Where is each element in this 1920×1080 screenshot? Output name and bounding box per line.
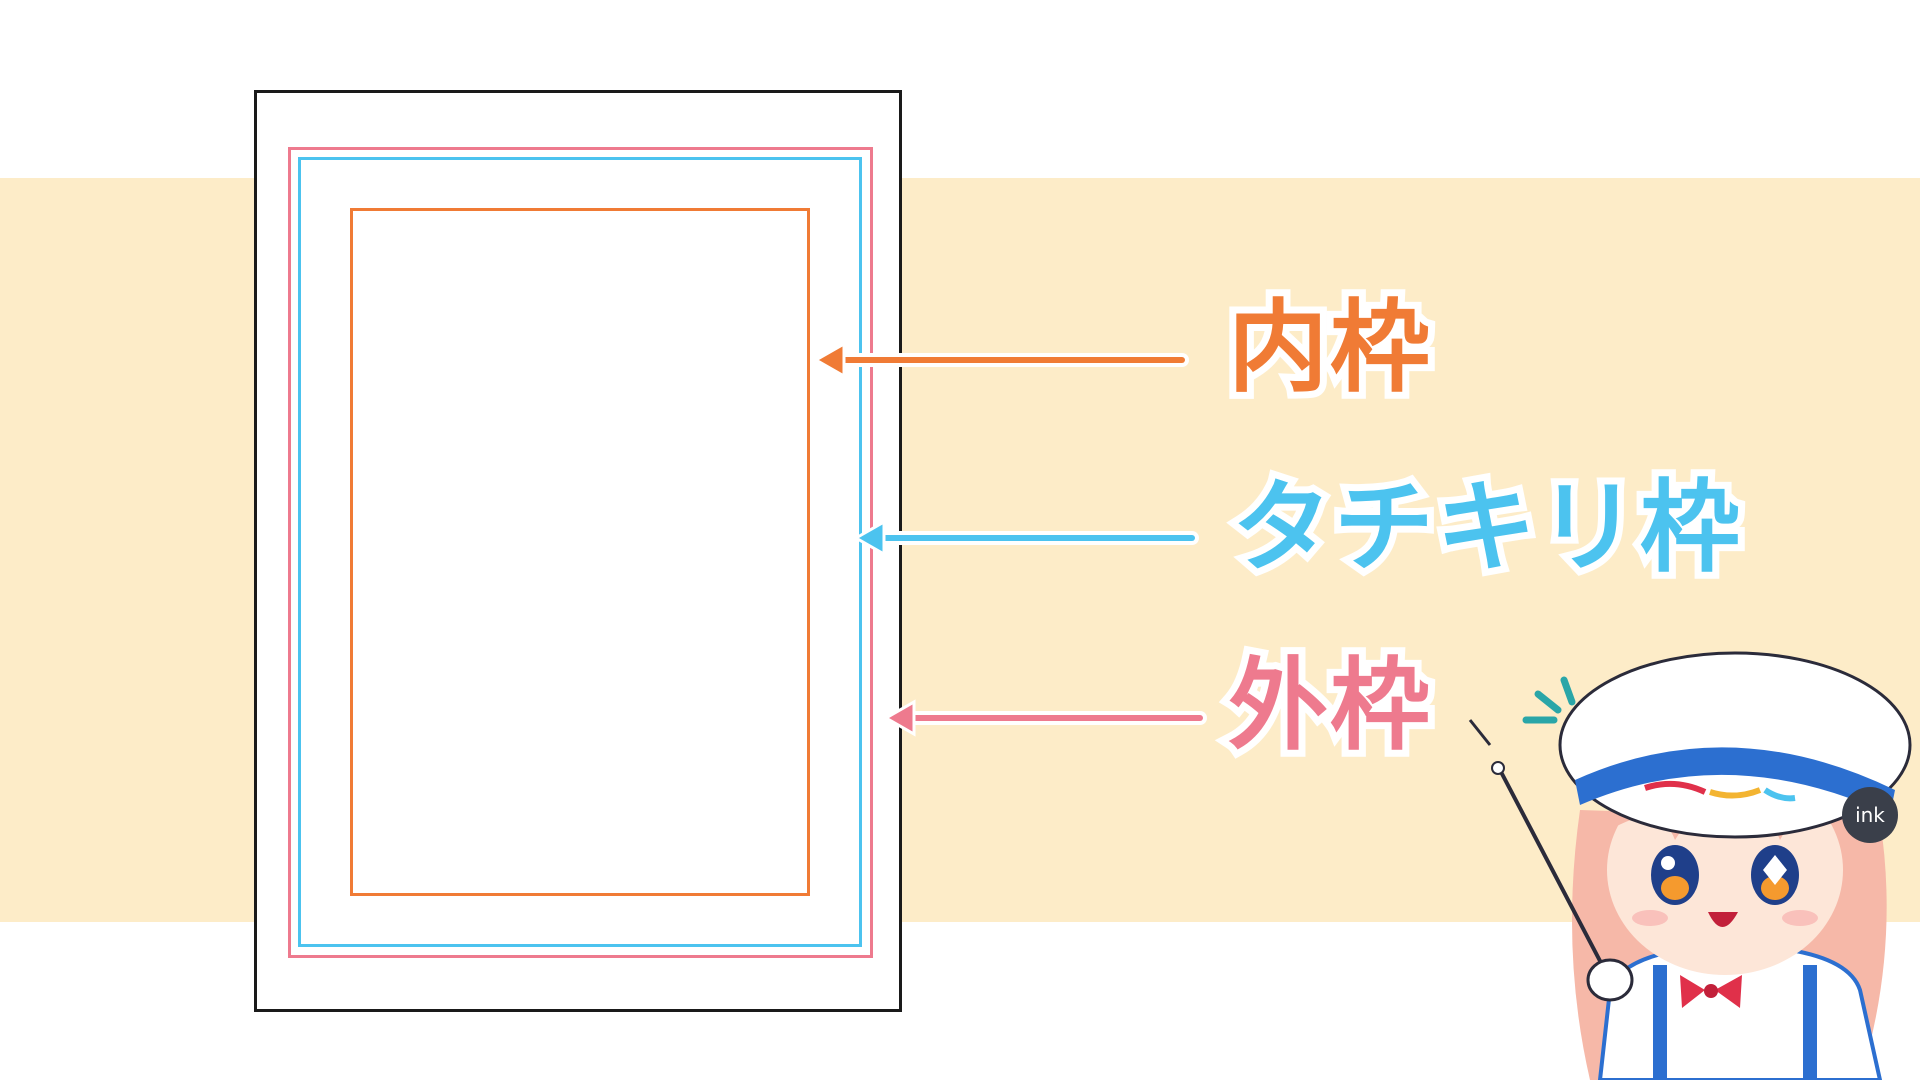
pointer-stick	[1498, 769, 1612, 981]
inner-frame-arrow	[812, 341, 1189, 379]
hat-badge-icon	[1842, 787, 1898, 843]
hat-badge-text: ink	[1855, 803, 1885, 827]
mascot-character: ink	[1468, 651, 1912, 1080]
outer-frame	[288, 147, 873, 958]
outer-frame-label: 外枠	[1221, 647, 1437, 764]
inner-frame-label: 内枠	[1221, 289, 1437, 406]
trim-frame-label: タチキリ枠	[1225, 469, 1747, 586]
trim-frame	[298, 157, 862, 947]
trim-frame-arrow	[852, 519, 1199, 557]
inner-frame	[350, 208, 810, 896]
eyes	[1651, 845, 1799, 905]
manuscript-page	[254, 90, 902, 1012]
outer-frame-arrow	[882, 699, 1207, 737]
emphasis-marks-icon	[1522, 676, 1576, 724]
